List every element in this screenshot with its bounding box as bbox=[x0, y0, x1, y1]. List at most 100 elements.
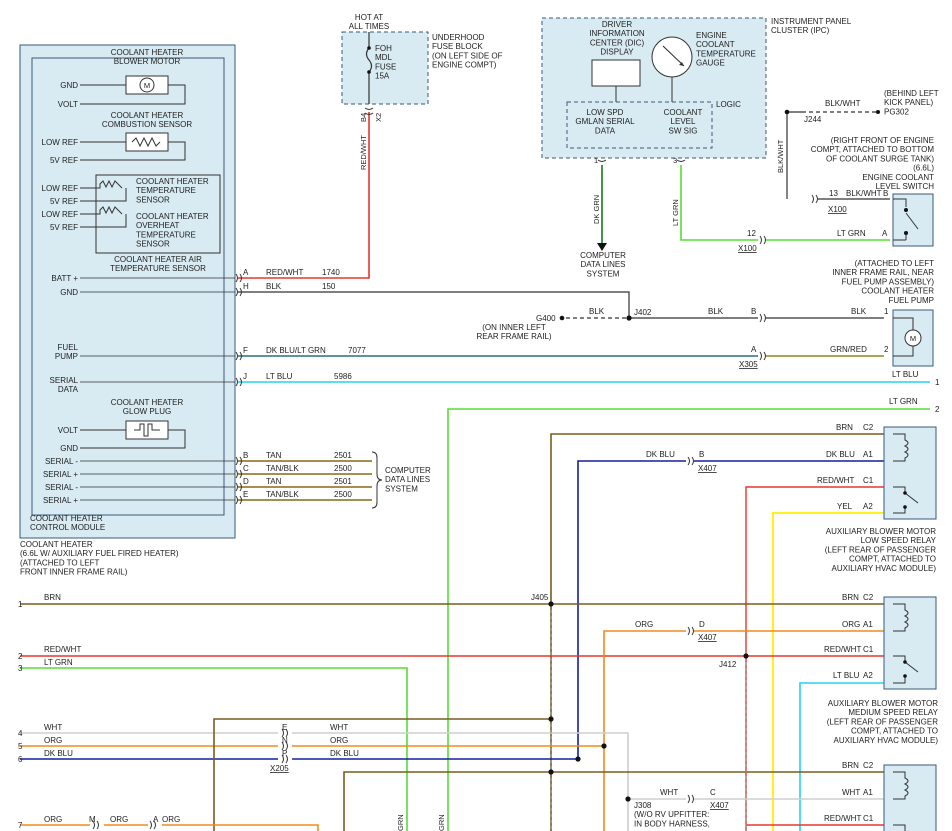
circuit-h-color: BLK bbox=[266, 282, 282, 291]
batt-pin: BATT + bbox=[51, 274, 78, 283]
bottom-a: A bbox=[153, 815, 159, 824]
circuit-c-num: 2500 bbox=[334, 464, 352, 473]
x305-name: X305 bbox=[739, 360, 758, 369]
wire-red-wht-batt bbox=[238, 112, 370, 279]
ipc-logic-label: LOGIC bbox=[716, 100, 741, 109]
lw-w6: DK BLU bbox=[44, 749, 73, 758]
wire-blk-gnd bbox=[238, 291, 758, 319]
x100b-term: A bbox=[882, 229, 888, 238]
x407d-name: X407 bbox=[698, 633, 717, 642]
circuit-b-pin: B bbox=[243, 451, 248, 460]
bottom-org: ORG bbox=[110, 815, 128, 824]
j402-label: J402 bbox=[634, 308, 652, 317]
pump-pin-2: 2 bbox=[884, 345, 889, 354]
relay-low-w2: RED/WHT bbox=[817, 476, 854, 485]
relay-med-w2: RED/WHT bbox=[824, 645, 861, 654]
temp-pin-2: 5V REF bbox=[50, 197, 78, 206]
circuit-f-pin: F bbox=[243, 346, 248, 355]
x205-name: X205 bbox=[270, 764, 289, 773]
circuit-h-pin: H bbox=[243, 282, 249, 291]
x407b-name: X407 bbox=[698, 464, 717, 473]
lw-w5: ORG bbox=[44, 736, 62, 745]
relay-med-p3: A2 bbox=[863, 671, 873, 680]
x205-wire-dkblu: DK BLU bbox=[330, 749, 359, 758]
relay-low-p0: C2 bbox=[863, 423, 874, 432]
dic-display bbox=[591, 59, 641, 87]
circuit-labels: A RED/WHT 1740 H BLK 150 F DK BLU/LT GRN… bbox=[243, 268, 431, 509]
circuit-a-pin: A bbox=[243, 268, 249, 277]
relay-high-w2: RED/WHT bbox=[824, 814, 861, 823]
x205-wire-org: ORG bbox=[330, 736, 348, 745]
g400-label: G400 bbox=[536, 314, 556, 323]
offpage-ltgrn-n: 2 bbox=[935, 405, 940, 414]
serial-pin-2: SERIAL + bbox=[43, 470, 78, 479]
circuit-e-color: TAN/BLK bbox=[266, 490, 299, 499]
cdl-brace-icon bbox=[371, 451, 383, 509]
x205-pin-p: P bbox=[282, 749, 287, 758]
fuse-pin-b4: B4 bbox=[359, 113, 368, 122]
wire-lt-grn-3 bbox=[20, 667, 408, 831]
lw-w4: WHT bbox=[44, 723, 62, 732]
arrow-down-icon bbox=[597, 243, 607, 251]
x100b-pin: 12 bbox=[747, 229, 756, 238]
gnd-pin: GND bbox=[60, 288, 78, 297]
j405-label: J405 bbox=[531, 593, 549, 602]
wire-lt-grn-ipc bbox=[680, 165, 758, 241]
bottom-grn-2: GRN bbox=[437, 814, 446, 831]
x205-pin-n: N bbox=[282, 736, 288, 745]
x407c-pin: C bbox=[710, 788, 716, 797]
x205-pin-e: E bbox=[282, 723, 287, 732]
lw-w3: LT GRN bbox=[44, 658, 73, 667]
pg302-blkwht: BLK/WHT bbox=[825, 99, 861, 108]
ipc-wire-dkgrn: DK GRN bbox=[592, 195, 601, 224]
x100a-wire: BLK/WHT bbox=[846, 189, 882, 198]
circuit-d-color: TAN bbox=[266, 477, 282, 486]
circuit-b-color: TAN bbox=[266, 451, 282, 460]
relay-med-p0: C2 bbox=[863, 593, 874, 602]
x407c-name: X407 bbox=[710, 801, 729, 810]
circuit-f-num: 7077 bbox=[348, 346, 366, 355]
x407b-wire: DK BLU bbox=[646, 450, 675, 459]
circuit-d-num: 2501 bbox=[334, 477, 352, 486]
x205-wire-wht: WHT bbox=[330, 723, 348, 732]
j412-label: J412 bbox=[719, 660, 737, 669]
offpage-refs: LT BLU 1 LT GRN 2 bbox=[889, 370, 940, 414]
x100b-wire: LT GRN bbox=[837, 229, 866, 238]
serial-pin-3: SERIAL - bbox=[45, 483, 78, 492]
relay-med-w0: BRN bbox=[842, 593, 859, 602]
blower-pin-gnd: GND bbox=[60, 81, 78, 90]
j244-label: J244 bbox=[804, 115, 822, 124]
relay-low-p1: A1 bbox=[863, 450, 873, 459]
fuse-pin-x2: X2 bbox=[374, 113, 383, 122]
comb-pin-lowref: LOW REF bbox=[42, 138, 79, 147]
circuit-j-num: 5986 bbox=[334, 372, 352, 381]
g400-blk: BLK bbox=[589, 307, 605, 316]
lw-n7: 7 bbox=[18, 821, 23, 830]
relay-med-p2: C1 bbox=[863, 645, 874, 654]
circuit-j-pin: J bbox=[243, 372, 247, 381]
svg-text:M: M bbox=[910, 334, 916, 343]
pump-grnred: GRN/RED bbox=[830, 345, 867, 354]
bottom-m: M bbox=[89, 815, 96, 824]
